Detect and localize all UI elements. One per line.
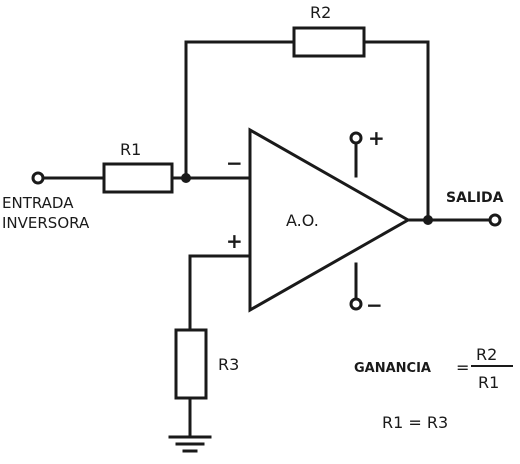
supply-minus-sign: −	[366, 293, 383, 317]
gain-numerator: R2	[476, 345, 497, 364]
output-label: SALIDA	[446, 190, 504, 206]
op-amp-label: A.O.	[286, 211, 319, 230]
ground-symbol	[168, 435, 212, 453]
output-terminal[interactable]	[488, 213, 502, 227]
non-inverting-input-sign: +	[226, 229, 243, 253]
r2-label: R2	[310, 3, 331, 22]
resistor-r2	[292, 26, 366, 58]
resistor-r1	[102, 162, 174, 194]
feedback-wire-right	[362, 40, 430, 222]
supply-plus-sign: +	[368, 126, 385, 150]
gain-denominator: R1	[478, 373, 499, 392]
supply-plus-terminal[interactable]	[349, 131, 363, 145]
resistor-r3	[174, 328, 208, 400]
supply-minus-terminal[interactable]	[349, 297, 363, 311]
equality-equation: R1 = R3	[382, 413, 448, 432]
r1-label: R1	[120, 140, 141, 159]
input-label-line2: INVERSORA	[2, 214, 90, 232]
op-amp-triangle	[248, 127, 412, 313]
inverting-node-junction	[181, 173, 191, 183]
r3-label: R3	[218, 355, 239, 374]
output-node-junction	[423, 215, 433, 225]
gain-label: GANANCIA	[354, 361, 431, 376]
gain-equals-sign: =	[456, 358, 469, 377]
non-inverting-wire	[188, 254, 252, 332]
input-label-line1: ENTRADA	[2, 194, 74, 212]
inverting-input-sign: −	[226, 151, 243, 175]
feedback-wire	[184, 40, 296, 180]
